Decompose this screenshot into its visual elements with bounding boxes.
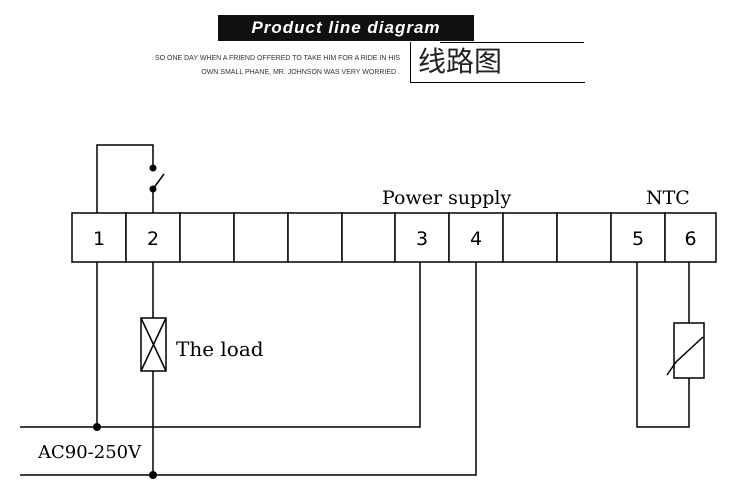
junction-dots bbox=[93, 423, 157, 479]
terminal-cell bbox=[610, 212, 666, 263]
relay-contact-bottom bbox=[149, 185, 157, 193]
ntc-loop-left bbox=[636, 262, 690, 428]
terminal-block: 1 2 3 4 5 6 bbox=[71, 212, 717, 263]
ac-voltage-label: AC90-250V bbox=[37, 442, 142, 463]
terminal-number: 5 bbox=[632, 228, 644, 250]
terminal-cell bbox=[664, 212, 717, 263]
ntc-label: NTC bbox=[646, 187, 690, 209]
terminal-cell bbox=[179, 212, 235, 263]
terminal-number: 4 bbox=[470, 228, 482, 250]
terminal-cell bbox=[71, 212, 127, 263]
terminal-number: 6 bbox=[684, 228, 696, 250]
junction-dot-2 bbox=[149, 471, 157, 479]
chinese-title-box bbox=[410, 42, 585, 83]
terminal-cell bbox=[394, 212, 450, 263]
wires bbox=[20, 144, 690, 476]
terminal-cell bbox=[502, 212, 558, 263]
header-text-line2: OWN SMALL PHANE, MR. JOHNSON WAS VERY WO… bbox=[201, 69, 400, 76]
terminal-cell bbox=[341, 212, 396, 263]
terminal-cell bbox=[125, 212, 181, 263]
header-text-line1: SO ONE DAY WHEN A FRIEND OFFERED TO TAKE… bbox=[154, 55, 400, 62]
terminal-cell bbox=[287, 212, 343, 263]
relay-loop-wire bbox=[96, 144, 154, 213]
terminal-number: 2 bbox=[147, 228, 159, 250]
power-supply-label: Power supply bbox=[382, 187, 511, 209]
header-banner: Product line diagram bbox=[218, 15, 474, 41]
terminal-cell bbox=[448, 212, 504, 263]
load-label: The load bbox=[176, 337, 264, 361]
terminal-number: 3 bbox=[416, 228, 428, 250]
terminal-cell bbox=[556, 212, 612, 263]
load-symbol bbox=[140, 317, 167, 372]
terminal-number: 1 bbox=[93, 228, 105, 250]
chinese-title: 线路图 bbox=[417, 45, 502, 78]
terminal-cell bbox=[233, 212, 289, 263]
chinese-title-box-top bbox=[440, 42, 584, 43]
junction-dot-1 bbox=[93, 423, 101, 431]
ntc-thermistor-symbol bbox=[666, 322, 705, 379]
ac-line-top bbox=[20, 262, 421, 428]
relay-contacts bbox=[149, 164, 157, 193]
relay-contact-top bbox=[149, 164, 157, 172]
ac-line-bottom bbox=[20, 262, 477, 476]
